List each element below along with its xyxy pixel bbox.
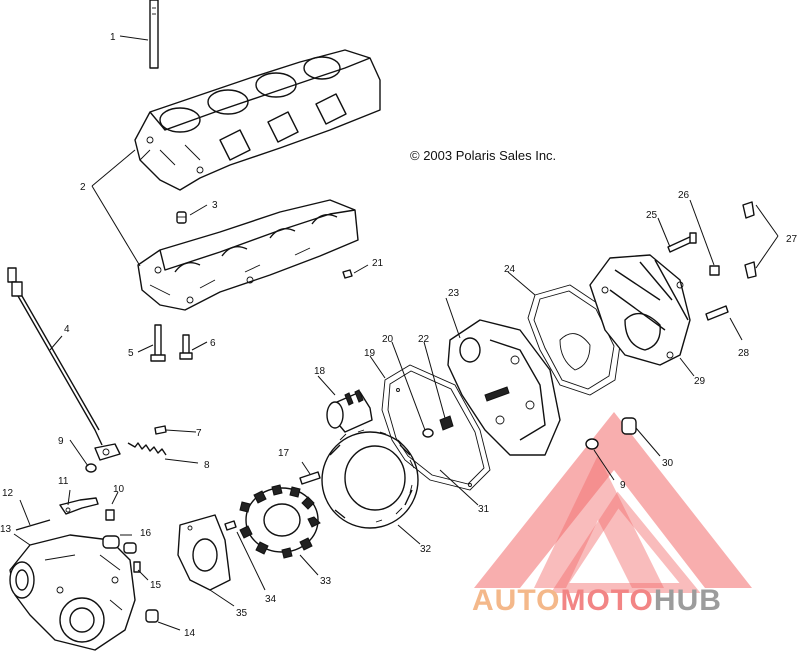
part-7-pin [154, 425, 167, 435]
callout-34: 34 [265, 594, 277, 605]
callout-9a: 9 [58, 436, 64, 447]
callout-25: 25 [646, 210, 658, 221]
callout-19: 19 [364, 348, 376, 359]
callout-26: 26 [678, 190, 690, 201]
callout-4: 4 [64, 324, 70, 335]
callout-23: 23 [448, 288, 460, 299]
callout-29: 29 [694, 376, 706, 387]
watermark-text-hub: HUB [654, 584, 722, 617]
part-28-bolt [705, 305, 729, 321]
part-18-starter [326, 389, 373, 433]
callout-31: 31 [478, 504, 490, 515]
part-16-bushing [102, 535, 137, 554]
part-32-flywheel [321, 429, 419, 529]
callout-24: 24 [504, 264, 516, 275]
part-17-bolt [299, 471, 321, 485]
watermark-text-moto: MOTO [560, 584, 653, 617]
callout-2: 2 [80, 182, 86, 193]
part-23-cover [447, 319, 561, 456]
callout-labels: 1234567899101112131415161718192021222324… [0, 32, 798, 639]
watermark-logo: AUTOMOTOHUB [472, 412, 752, 617]
part-30-plug [621, 417, 637, 435]
part-2-crankcase-upper [134, 49, 381, 191]
callout-16: 16 [140, 528, 152, 539]
watermark-text-auto: AUTO [472, 584, 560, 617]
callout-10: 10 [113, 484, 125, 495]
part-24-gasket [527, 284, 621, 396]
callout-30: 30 [662, 458, 674, 469]
part-33-stator [239, 484, 321, 559]
part-26-fitting [709, 265, 720, 276]
part-5-bolt [150, 324, 166, 362]
part-25-bolt [667, 232, 697, 253]
callout-5: 5 [128, 348, 134, 359]
callout-12: 12 [2, 488, 14, 499]
part-8-spring [127, 442, 167, 456]
callout-14: 14 [184, 628, 196, 639]
part-27-fitting [742, 201, 757, 279]
callout-9b: 9 [620, 480, 626, 491]
part-13-housing [9, 534, 136, 651]
part-11-bracket [59, 497, 99, 515]
part-19-gasket [381, 364, 491, 491]
part-10-screw [105, 509, 115, 521]
callout-13: 13 [0, 524, 12, 535]
callout-3: 3 [212, 200, 218, 211]
callout-1: 1 [110, 32, 116, 43]
part-2-crankcase-lower [137, 199, 359, 311]
part-9-washer [85, 463, 97, 473]
part-21-screw [342, 269, 353, 279]
part-15-screw [133, 561, 141, 573]
callout-20: 20 [382, 334, 394, 345]
callout-6: 6 [210, 338, 216, 349]
callout-33: 33 [320, 576, 332, 587]
callout-22: 22 [418, 334, 430, 345]
callout-21: 21 [372, 258, 384, 269]
watermark-triangle-icon [474, 412, 752, 593]
part-4-sensor-cable [7, 267, 121, 461]
copyright-text: © 2003 Polaris Sales Inc. [410, 148, 556, 163]
callout-8: 8 [204, 460, 210, 471]
part-29-outer-cover [589, 254, 691, 366]
callout-7: 7 [196, 428, 202, 439]
leader-lines [13, 35, 779, 631]
callout-32: 32 [420, 544, 432, 555]
part-12-rod [15, 519, 51, 531]
part-1-stud [149, 0, 159, 69]
part-6-bolt [179, 334, 193, 360]
part-9-o-ring [585, 438, 599, 450]
part-3-nut [176, 211, 187, 224]
callout-18: 18 [314, 366, 326, 377]
part-35-plate [177, 514, 231, 591]
part-14-cap [145, 609, 159, 623]
part-22-spring [439, 415, 454, 431]
callout-27: 27 [786, 234, 798, 245]
callout-17: 17 [278, 448, 290, 459]
callout-11: 11 [58, 476, 69, 487]
callout-28: 28 [738, 348, 750, 359]
callout-35: 35 [236, 608, 248, 619]
part-34-screw [224, 520, 237, 531]
part-20-washer [422, 428, 434, 438]
callout-15: 15 [150, 580, 162, 591]
watermark-text: AUTOMOTOHUB [472, 584, 722, 617]
